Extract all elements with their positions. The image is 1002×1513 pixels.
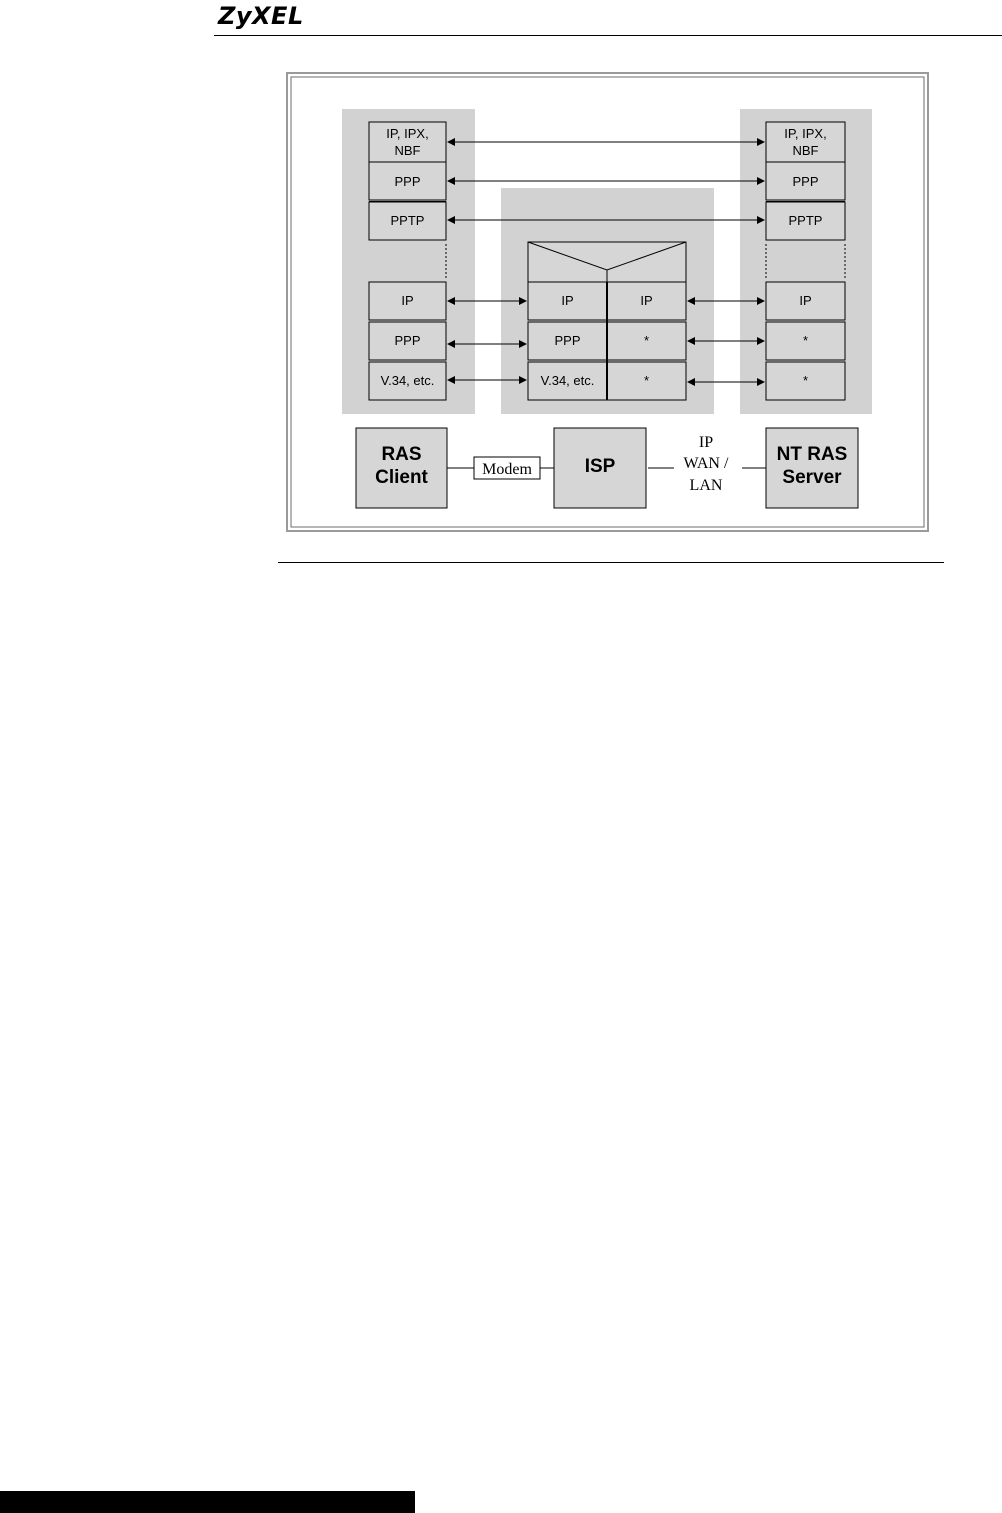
header-rule [214,35,1002,36]
isp-right-star-label-1: * [644,333,649,348]
server-layer-star-label-1: * [803,333,808,348]
client-layer-v34-label: V.34, etc. [381,373,435,388]
wan-label-lan: LAN [690,477,723,494]
modem-label: Modem [482,461,532,478]
ras-client-label-2: Client [375,467,428,488]
wan-label-ip: IP [699,434,713,451]
ras-client-label-1: RAS [381,444,421,465]
client-layer-pptp-label: PPTP [391,213,425,228]
isp-right-star-label-2: * [644,373,649,388]
client-layer-ip-label: IP [401,293,413,308]
server-layer-ip-label: IP [799,293,811,308]
server-layer-pptp-label: PPTP [789,213,823,228]
isp-left-ppp-label: PPP [554,333,580,348]
server-layer-ppp-label: PPP [792,174,818,189]
ras-client-node: RAS Client [355,427,448,509]
footer-bar [0,1491,415,1513]
server-layer-ip-ipx-label-1: IP, IPX, [784,126,826,141]
client-lower-stack: IP PPP V.34, etc. [368,281,447,401]
client-layer-ppp-label: PPP [394,174,420,189]
isp-stack: IP IP PPP * V.34, etc. * [527,241,687,401]
zyxel-logo: ZyXEL [218,2,304,30]
nt-ras-server-node: NT RAS Server [765,427,859,509]
isp-right-ip-label: IP [640,293,652,308]
isp-left-v34-label: V.34, etc. [541,373,595,388]
isp-node: ISP [553,427,647,509]
peer-arrows [447,138,765,386]
nt-ras-server-label-2: Server [782,467,842,488]
pptp-protocol-diagram: IP, IPX, NBF PPP PPTP IP PPP V.34, etc. … [286,72,929,532]
server-lower-stack: IP * * [765,281,846,401]
server-layer-ip-ipx-label-2: NBF [793,143,819,158]
isp-label: ISP [585,456,616,477]
modem-node: Modem [473,456,541,480]
client-layer-ip-ipx-label-1: IP, IPX, [386,126,428,141]
figure-rule [278,562,944,563]
server-layer-star-label-2: * [803,373,808,388]
wan-label-wan: WAN / [684,455,729,472]
client-layer-ip-ipx-label-2: NBF [395,143,421,158]
client-layer-ppp2-label: PPP [394,333,420,348]
nt-ras-server-label-1: NT RAS [777,444,848,465]
wan-lan-label: IP WAN / LAN [684,434,729,494]
server-upper-stack: IP, IPX, NBF PPP PPTP [765,121,846,241]
client-upper-stack: IP, IPX, NBF PPP PPTP [368,121,447,241]
isp-left-ip-label: IP [561,293,573,308]
